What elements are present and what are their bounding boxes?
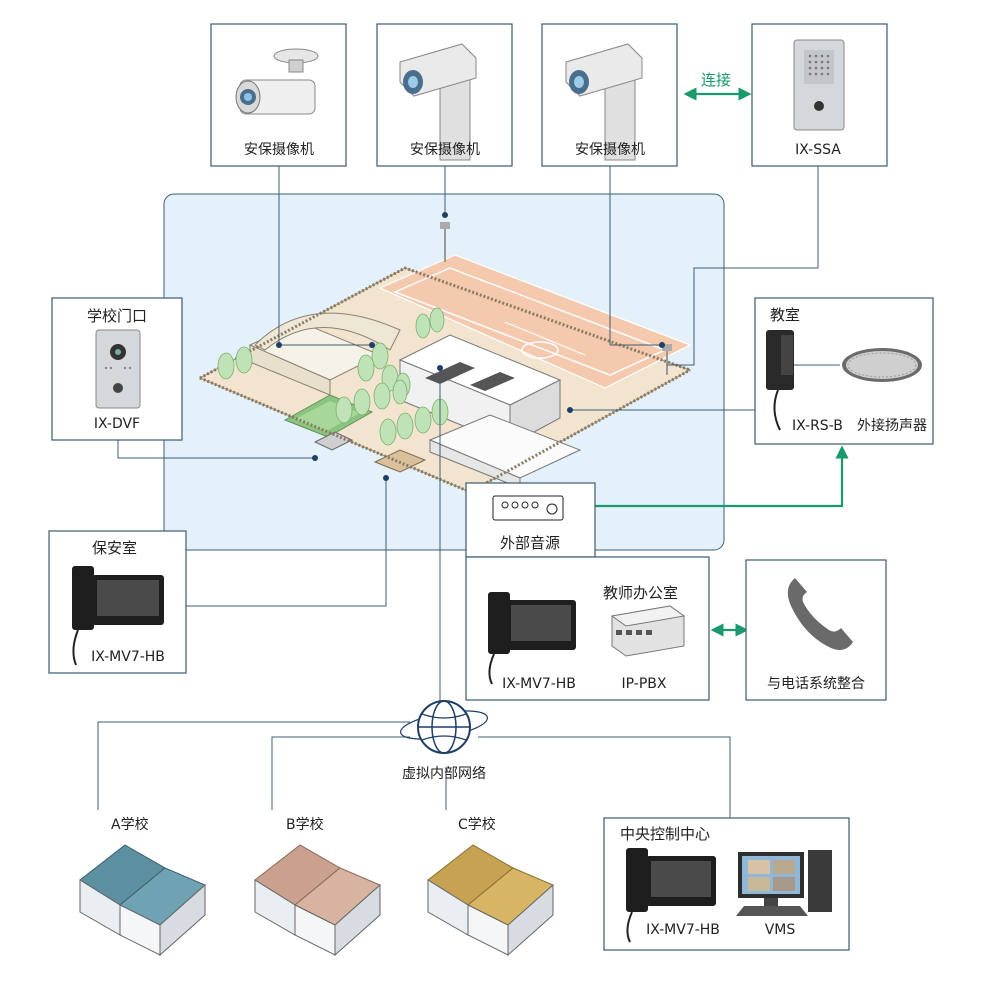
- ix-dvf-panel-icon: [95, 329, 141, 409]
- school-b-icon: [254, 844, 381, 957]
- ix-rs-b-label: IX-RS-B: [792, 418, 843, 434]
- office-monitor-label: IX-MV7-HB: [502, 676, 576, 692]
- office-monitor-icon: [488, 592, 576, 685]
- dome-camera-icon: [235, 48, 319, 115]
- audio-source-icon: [492, 495, 564, 521]
- connect-label: 连接: [700, 71, 732, 89]
- speaker-label: 外接扬声器: [857, 418, 927, 434]
- security-room-title: 保安室: [92, 539, 138, 557]
- pole-camera-icon-3: [565, 43, 643, 161]
- security-monitor-icon: [72, 566, 164, 666]
- school-a-icon: [79, 844, 206, 957]
- ip-pbx-label: IP-PBX: [621, 676, 667, 692]
- ip-pbx-icon: [610, 605, 686, 657]
- school-c-label: C学校: [458, 817, 496, 833]
- campus-illustration: [198, 222, 692, 494]
- camera-label-2: 安保摄像机: [410, 142, 480, 158]
- camera-label-3: 安保摄像机: [575, 142, 645, 158]
- control-monitor-icon: [626, 848, 716, 943]
- ix-ssa-label: IX-SSA: [795, 142, 841, 158]
- phone-icon: [787, 578, 853, 650]
- ix-dvf-label: IX-DVF: [93, 416, 141, 432]
- teacher-office-title: 教师办公室: [603, 584, 679, 602]
- network-label: 虚拟内部网络: [402, 766, 486, 782]
- control-monitor-label: IX-MV7-HB: [646, 922, 720, 938]
- vms-label: VMS: [764, 922, 796, 938]
- classroom-title: 教室: [770, 306, 801, 324]
- pole-camera-icon-2: [399, 43, 477, 161]
- ix-rs-b-handset-icon: [766, 330, 794, 431]
- school-a-label: A学校: [111, 817, 149, 833]
- school-gate-title: 学校门口: [86, 307, 148, 325]
- school-b-label: B学校: [286, 817, 324, 833]
- school-c-icon: [427, 844, 554, 957]
- network-globe-icon: [400, 700, 488, 754]
- security-monitor-label: IX-MV7-HB: [91, 649, 165, 665]
- control-center-title: 中央控制中心: [620, 825, 711, 843]
- vms-computer-icon: [736, 850, 832, 916]
- external-speaker-icon: [842, 348, 922, 382]
- external-audio-label: 外部音源: [499, 534, 561, 552]
- ix-ssa-panel-icon: [793, 39, 845, 131]
- phone-integration-label: 与电话系统整合: [767, 676, 865, 692]
- camera-label-1: 安保摄像机: [244, 142, 314, 158]
